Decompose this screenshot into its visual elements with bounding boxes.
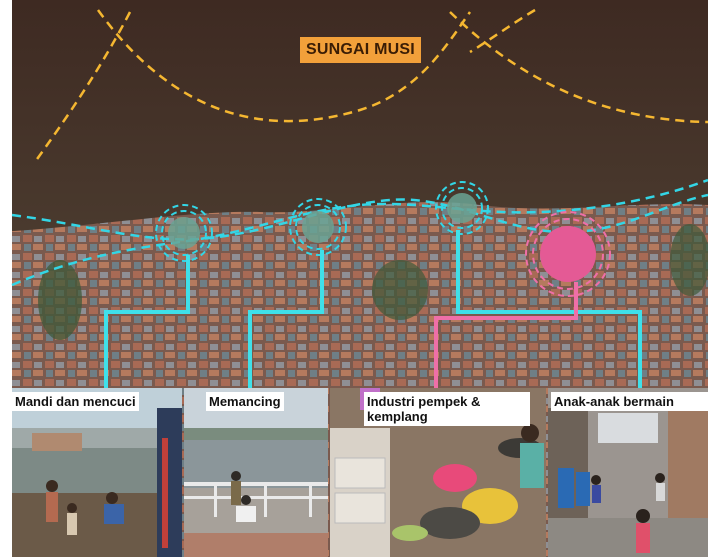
activity-label-bathing-washing: Mandi dan mencuci xyxy=(12,392,139,411)
connector-line xyxy=(104,255,190,392)
river-boundary-line xyxy=(449,11,708,124)
photo-bathing-washing xyxy=(12,388,182,557)
activity-label-children-playing: Anak-anak bermain xyxy=(551,392,708,411)
riverbank-line xyxy=(11,178,708,287)
activity-label-fishing: Memancing xyxy=(206,392,284,411)
connector-line xyxy=(248,250,324,392)
river-water xyxy=(0,0,708,232)
activity-marker-children xyxy=(525,211,611,297)
activity-marker xyxy=(155,204,213,262)
river-boundary-line xyxy=(33,11,132,163)
activity-label-pempek-industry: Industri pempek & kemplang xyxy=(364,392,530,426)
photo-children-playing xyxy=(548,388,708,557)
connector-line-children xyxy=(434,282,578,392)
river-name-label: SUNGAI MUSI xyxy=(300,37,421,63)
green-patch xyxy=(670,224,708,296)
activity-marker xyxy=(435,181,489,235)
green-patch xyxy=(372,260,428,320)
connector-line xyxy=(456,230,642,392)
activity-marker xyxy=(289,198,347,256)
left-margin xyxy=(0,0,12,557)
green-patch xyxy=(38,260,82,340)
river-boundary-line xyxy=(96,9,472,123)
river-boundary-line xyxy=(469,8,536,54)
riverbank-line xyxy=(11,193,708,241)
photo-fishing xyxy=(184,388,328,557)
